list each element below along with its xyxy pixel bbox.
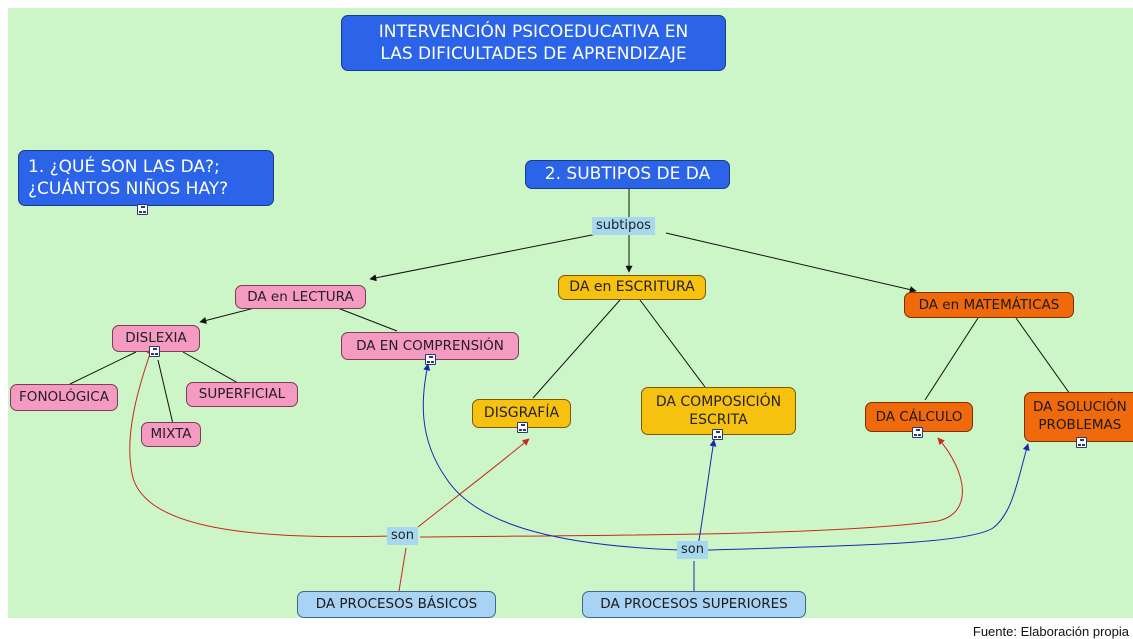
link-label-son-superiores: son bbox=[677, 541, 708, 559]
link-matematicas-to-solucion bbox=[1015, 317, 1071, 395]
link-son-to-calculo bbox=[419, 437, 963, 538]
submap-icon[interactable] bbox=[912, 427, 923, 438]
source-caption: Fuente: Elaboración propia bbox=[972, 624, 1129, 639]
node-da-en-matematicas[interactable]: DA en MATEMÁTICAS bbox=[904, 292, 1074, 318]
link-son-to-composicion bbox=[697, 439, 717, 547]
concept-map-canvas: INTERVENCIÓN PSICOEDUCATIVA EN LAS DIFIC… bbox=[8, 8, 1133, 618]
link-label-subtipos: subtipos bbox=[592, 217, 655, 235]
node-subtipos-de-da[interactable]: 2. SUBTIPOS DE DA bbox=[525, 160, 730, 189]
node-da-procesos-superiores[interactable]: DA PROCESOS SUPERIORES bbox=[582, 591, 806, 618]
link-subtipos-to-lectura bbox=[369, 232, 603, 282]
link-basicos-to-son bbox=[398, 547, 407, 592]
node-mixta[interactable]: MIXTA bbox=[141, 422, 201, 447]
node-que-son-las-da[interactable]: 1. ¿QUÉ SON LAS DA?; ¿CUÁNTOS NIÑOS HAY? bbox=[18, 150, 274, 206]
node-da-en-escritura[interactable]: DA en ESCRITURA bbox=[558, 275, 706, 300]
link-escritura-to-disgrafia bbox=[532, 299, 621, 399]
link-son-to-disgrafia bbox=[417, 438, 530, 528]
node-da-procesos-basicos[interactable]: DA PROCESOS BÁSICOS bbox=[297, 591, 496, 618]
link-dislexia-to-mixta bbox=[157, 359, 174, 425]
submap-icon[interactable] bbox=[149, 346, 160, 357]
node-fonologica[interactable]: FONOLÓGICA bbox=[10, 384, 118, 411]
submap-icon[interactable] bbox=[425, 354, 436, 365]
link-son-to-comprension bbox=[422, 363, 681, 551]
node-superficial[interactable]: SUPERFICIAL bbox=[186, 382, 298, 407]
link-dislexia-to-fonologica bbox=[69, 351, 137, 385]
node-da-en-lectura[interactable]: DA en LECTURA bbox=[235, 285, 366, 309]
link-label-son-basicos: son bbox=[387, 527, 418, 545]
title-node[interactable]: INTERVENCIÓN PSICOEDUCATIVA EN LAS DIFIC… bbox=[341, 15, 726, 71]
submap-icon[interactable] bbox=[712, 429, 723, 440]
node-da-solucion-problemas[interactable]: DA SOLUCIÓN PROBLEMAS bbox=[1024, 392, 1133, 442]
link-lectura-to-comprension bbox=[329, 304, 398, 332]
node-da-composicion-escrita[interactable]: DA COMPOSICIÓN ESCRITA bbox=[641, 387, 796, 435]
link-escritura-to-composicion bbox=[639, 299, 706, 388]
link-son-to-dislexia bbox=[129, 347, 394, 538]
submap-icon[interactable] bbox=[517, 422, 528, 433]
link-dislexia-to-superficial bbox=[182, 351, 239, 384]
link-son-to-solucion bbox=[707, 443, 1030, 551]
link-matematicas-to-calculo bbox=[924, 317, 979, 401]
concept-map-links bbox=[69, 188, 1071, 592]
submap-icon[interactable] bbox=[1076, 437, 1087, 448]
submap-icon[interactable] bbox=[137, 204, 148, 215]
link-subtipos-to-matematicas bbox=[665, 232, 917, 293]
